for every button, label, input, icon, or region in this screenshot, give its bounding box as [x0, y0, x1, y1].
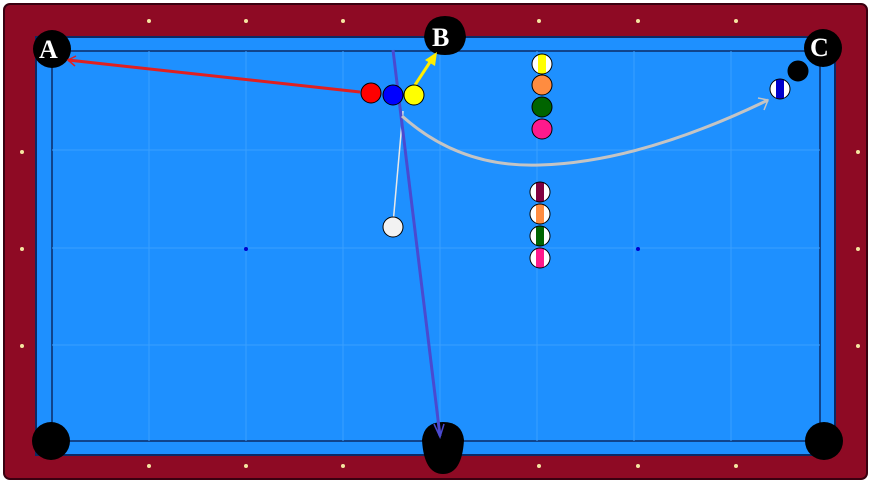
rack-1-yellow — [532, 54, 552, 74]
rack-4-magenta — [532, 119, 552, 139]
blue-ball — [383, 85, 403, 105]
pocket-label-a: A — [39, 35, 58, 64]
rack-3-green — [532, 97, 552, 117]
eight-ball — [788, 61, 808, 81]
rack-8-magenta-stripe — [530, 248, 550, 268]
pocket-bottom-right — [805, 422, 843, 460]
head-spot — [244, 247, 248, 251]
rack-5-maroon-stripe — [530, 182, 550, 202]
rack-6-orange-stripe — [530, 204, 550, 224]
pocket-label-b: B — [432, 23, 449, 52]
pocket-label-c: C — [810, 33, 829, 62]
pocket-bottom-left — [32, 422, 70, 460]
rack-2-orange — [532, 75, 552, 95]
cue-ball — [383, 217, 403, 237]
blue-stripe-ball — [770, 79, 790, 99]
red-ball — [361, 83, 381, 103]
rack-7-green-stripe — [530, 226, 550, 246]
foot-spot — [636, 247, 640, 251]
yellow-ball — [404, 85, 424, 105]
